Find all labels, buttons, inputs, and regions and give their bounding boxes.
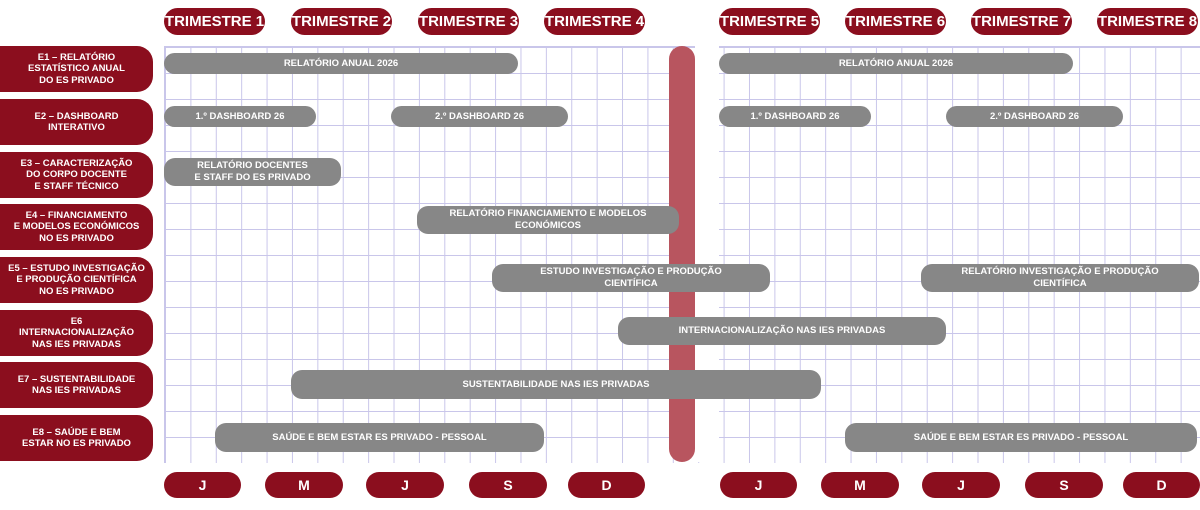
- quarter-header: TRIMESTRE 5: [719, 8, 820, 35]
- quarter-header: TRIMESTRE 4: [544, 8, 645, 35]
- row-label-e7: E7 – SUSTENTABILIDADE NAS IES PRIVADAS: [0, 362, 153, 408]
- task-bar: 2.º DASHBOARD 26: [946, 106, 1123, 127]
- row-label-e2: E2 – DASHBOARD INTERATIVO: [0, 99, 153, 145]
- month-label: D: [568, 472, 645, 498]
- task-bar: SAÚDE E BEM ESTAR ES PRIVADO - PESSOAL: [215, 423, 544, 452]
- month-label: D: [1123, 472, 1200, 498]
- task-bar: 1.º DASHBOARD 26: [719, 106, 871, 127]
- quarter-header: TRIMESTRE 7: [971, 8, 1072, 35]
- row-label-e4: E4 – FINANCIAMENTO E MODELOS ECONÓMICOS …: [0, 204, 153, 250]
- month-label: J: [366, 472, 444, 498]
- task-bar: SUSTENTABILIDADE NAS IES PRIVADAS: [291, 370, 821, 399]
- task-bar: RELATÓRIO INVESTIGAÇÃO E PRODUÇÃO CIENTÍ…: [921, 264, 1199, 292]
- task-bar: RELATÓRIO FINANCIAMENTO E MODELOS ECONÓM…: [417, 206, 679, 234]
- row-label-e1: E1 – RELATÓRIO ESTATÍSTICO ANUAL DO ES P…: [0, 46, 153, 92]
- month-label: J: [922, 472, 1000, 498]
- task-bar: SAÚDE E BEM ESTAR ES PRIVADO - PESSOAL: [845, 423, 1197, 452]
- task-bar: ESTUDO INVESTIGAÇÃO E PRODUÇÃO CIENTÍFIC…: [492, 264, 770, 292]
- task-bar: 2.º DASHBOARD 26: [391, 106, 568, 127]
- row-label-e3: E3 – CARACTERIZAÇÃO DO CORPO DOCENTE E S…: [0, 152, 153, 198]
- month-label: S: [469, 472, 547, 498]
- task-bar: RELATÓRIO ANUAL 2026: [719, 53, 1073, 74]
- month-label: S: [1025, 472, 1103, 498]
- task-bar: INTERNACIONALIZAÇÃO NAS IES PRIVADAS: [618, 317, 946, 345]
- task-bar: RELATÓRIO ANUAL 2026: [164, 53, 518, 74]
- row-label-e5: E5 – ESTUDO INVESTIGAÇÃO E PRODUÇÃO CIEN…: [0, 257, 153, 303]
- row-label-e8: E8 – SAÚDE E BEM ESTAR NO ES PRIVADO: [0, 415, 153, 461]
- quarter-header: TRIMESTRE 1: [164, 8, 265, 35]
- month-label: J: [164, 472, 241, 498]
- month-label: J: [720, 472, 797, 498]
- row-label-e6: E6 INTERNACIONALIZAÇÃO NAS IES PRIVADAS: [0, 310, 153, 356]
- month-label: M: [821, 472, 899, 498]
- year-gap: [695, 46, 719, 462]
- month-label: M: [265, 472, 343, 498]
- year-divider: [669, 46, 695, 462]
- quarter-header: TRIMESTRE 8: [1097, 8, 1198, 35]
- task-bar: 1.º DASHBOARD 26: [164, 106, 316, 127]
- quarter-header: TRIMESTRE 2: [291, 8, 392, 35]
- task-bar: RELATÓRIO DOCENTES E STAFF DO ES PRIVADO: [164, 158, 341, 186]
- quarter-header: TRIMESTRE 6: [845, 8, 946, 35]
- quarter-header: TRIMESTRE 3: [418, 8, 519, 35]
